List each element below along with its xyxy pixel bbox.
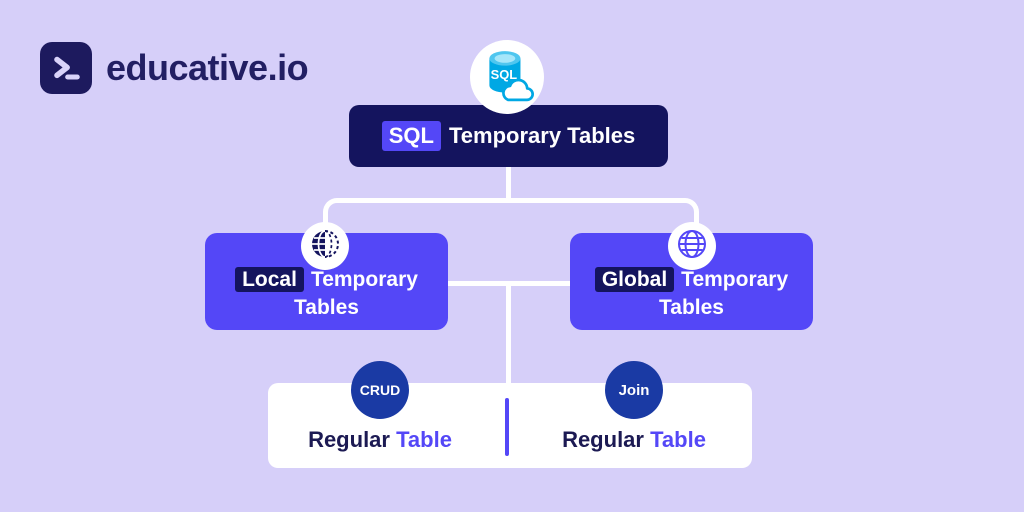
- regular-table-right-label: Regular Table: [562, 427, 706, 452]
- connector-root-stub: [506, 166, 511, 203]
- globe-icon: [676, 228, 708, 265]
- crud-badge: CRUD: [351, 361, 409, 419]
- connector-elbow-left: [323, 198, 511, 231]
- brand-logo: educative.io: [40, 42, 309, 94]
- panel-divider: [505, 398, 509, 456]
- brand-name: educative.io: [106, 47, 309, 88]
- root-highlight: SQL: [381, 121, 441, 151]
- sql-database-cloud-icon: SQL: [478, 46, 536, 109]
- terminal-prompt-icon: [40, 42, 92, 94]
- sql-icon-label: SQL: [491, 67, 518, 82]
- half-globe-icon: [309, 228, 341, 265]
- global-label-line2: Tables: [659, 295, 724, 319]
- join-badge: Join: [605, 361, 663, 419]
- connector-center-vertical: [506, 281, 511, 383]
- root-label: Temporary Tables: [448, 123, 636, 148]
- node-sql-temporary-tables: SQL Temporary Tables: [349, 105, 668, 167]
- local-highlight: Local: [235, 267, 304, 293]
- global-highlight: Global: [594, 267, 675, 293]
- local-node-circle: [301, 222, 349, 270]
- regular-table-left-label: Regular Table: [308, 427, 452, 452]
- connector-elbow-right: [511, 198, 699, 231]
- local-label-line2: Tables: [294, 295, 359, 319]
- root-node-circle: SQL: [470, 40, 544, 114]
- globe-icon-circle: [668, 222, 716, 270]
- regular-table-panel: [268, 383, 752, 468]
